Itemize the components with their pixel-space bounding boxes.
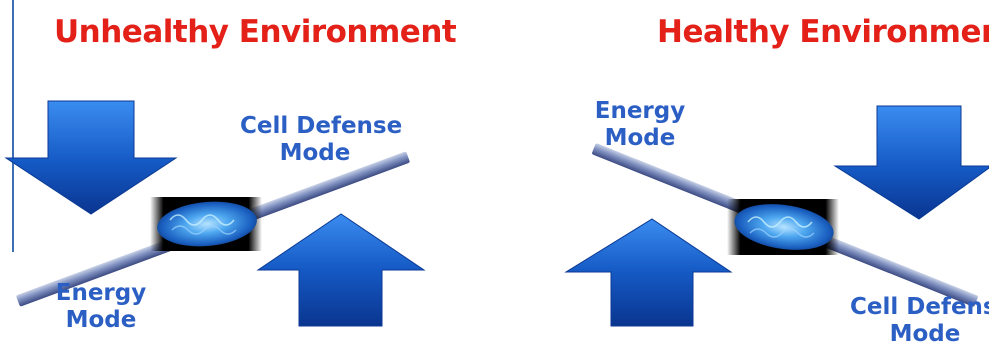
label-line: Mode (889, 321, 961, 347)
down-arrow-right (833, 105, 989, 220)
label-energy-mode-left: Energy Mode (46, 280, 156, 334)
label-cell-defense-mode-left: Cell Defense Mode (240, 113, 403, 167)
label-line: Cell Defense (240, 113, 403, 139)
title-healthy-environment: Healthy Environment (657, 14, 989, 50)
label-cell-defense-mode-right: Cell Defense Mode (850, 294, 989, 348)
mitochondrion-right (727, 199, 839, 255)
label-line: Mode (279, 140, 351, 166)
title-unhealthy-environment: Unhealthy Environment (54, 14, 457, 50)
label-line: Mode (604, 125, 676, 151)
label-line: Mode (65, 307, 137, 333)
label-energy-mode-right: Energy Mode (590, 98, 690, 152)
label-line: Cell Defense (850, 294, 989, 320)
mitochondrion-left (150, 197, 262, 251)
up-arrow-right (564, 218, 733, 327)
label-line: Energy (55, 280, 147, 306)
label-line: Energy (594, 98, 686, 124)
up-arrow-left (256, 213, 426, 327)
left-border-line (12, 0, 14, 252)
down-arrow-left (4, 100, 178, 215)
